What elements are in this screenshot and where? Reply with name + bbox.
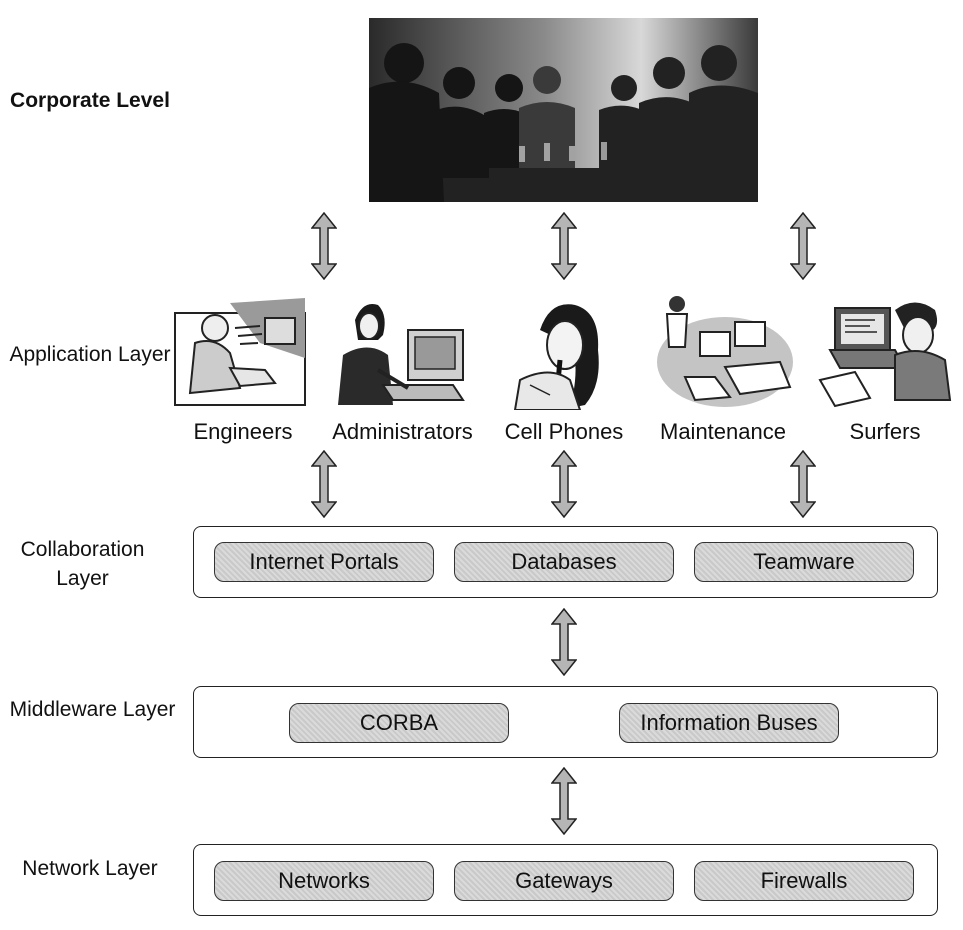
information-buses-pill: Information Buses bbox=[619, 703, 839, 743]
engineers-illustration bbox=[170, 298, 310, 410]
collaboration-layer-box: Internet Portals Databases Teamware bbox=[193, 526, 938, 598]
gateways-pill: Gateways bbox=[454, 861, 674, 901]
arrow-cell-phones-collaboration bbox=[551, 450, 577, 518]
arrow-engineers-collaboration bbox=[311, 450, 337, 518]
middleware-layer-label: Middleware Layer bbox=[9, 698, 176, 721]
arrow-surfers-collaboration bbox=[790, 450, 816, 518]
application-layer-label: Application Layer bbox=[9, 343, 171, 366]
surfers-illustration bbox=[815, 300, 955, 412]
corporate-meeting-photo bbox=[369, 18, 758, 202]
cell-phones-illustration bbox=[510, 300, 620, 410]
corba-pill: CORBA bbox=[289, 703, 509, 743]
role-engineers: Engineers bbox=[193, 419, 293, 444]
arrow-corporate-cell-phones bbox=[551, 212, 577, 280]
internet-portals-pill: Internet Portals bbox=[214, 542, 434, 582]
teamware-pill: Teamware bbox=[694, 542, 914, 582]
network-layer-label: Network Layer bbox=[22, 857, 158, 880]
databases-pill: Databases bbox=[454, 542, 674, 582]
role-maintenance: Maintenance bbox=[660, 419, 786, 444]
arrow-middleware-network bbox=[551, 767, 577, 835]
maintenance-illustration bbox=[655, 292, 795, 410]
firewalls-pill: Firewalls bbox=[694, 861, 914, 901]
networks-pill: Networks bbox=[214, 861, 434, 901]
collaboration-layer-label: Collaboration Layer bbox=[20, 538, 145, 590]
network-layer-box: Networks Gateways Firewalls bbox=[193, 844, 938, 916]
middleware-layer-box: CORBA Information Buses bbox=[193, 686, 938, 758]
corporate-level-label: Corporate Level bbox=[10, 89, 170, 112]
role-surfers: Surfers bbox=[849, 419, 921, 444]
role-cell-phones: Cell Phones bbox=[504, 419, 624, 444]
arrow-corporate-engineers bbox=[311, 212, 337, 280]
arrow-collaboration-middleware bbox=[551, 608, 577, 676]
role-administrators: Administrators bbox=[332, 419, 473, 444]
arrow-corporate-surfers bbox=[790, 212, 816, 280]
administrators-illustration bbox=[333, 300, 473, 412]
